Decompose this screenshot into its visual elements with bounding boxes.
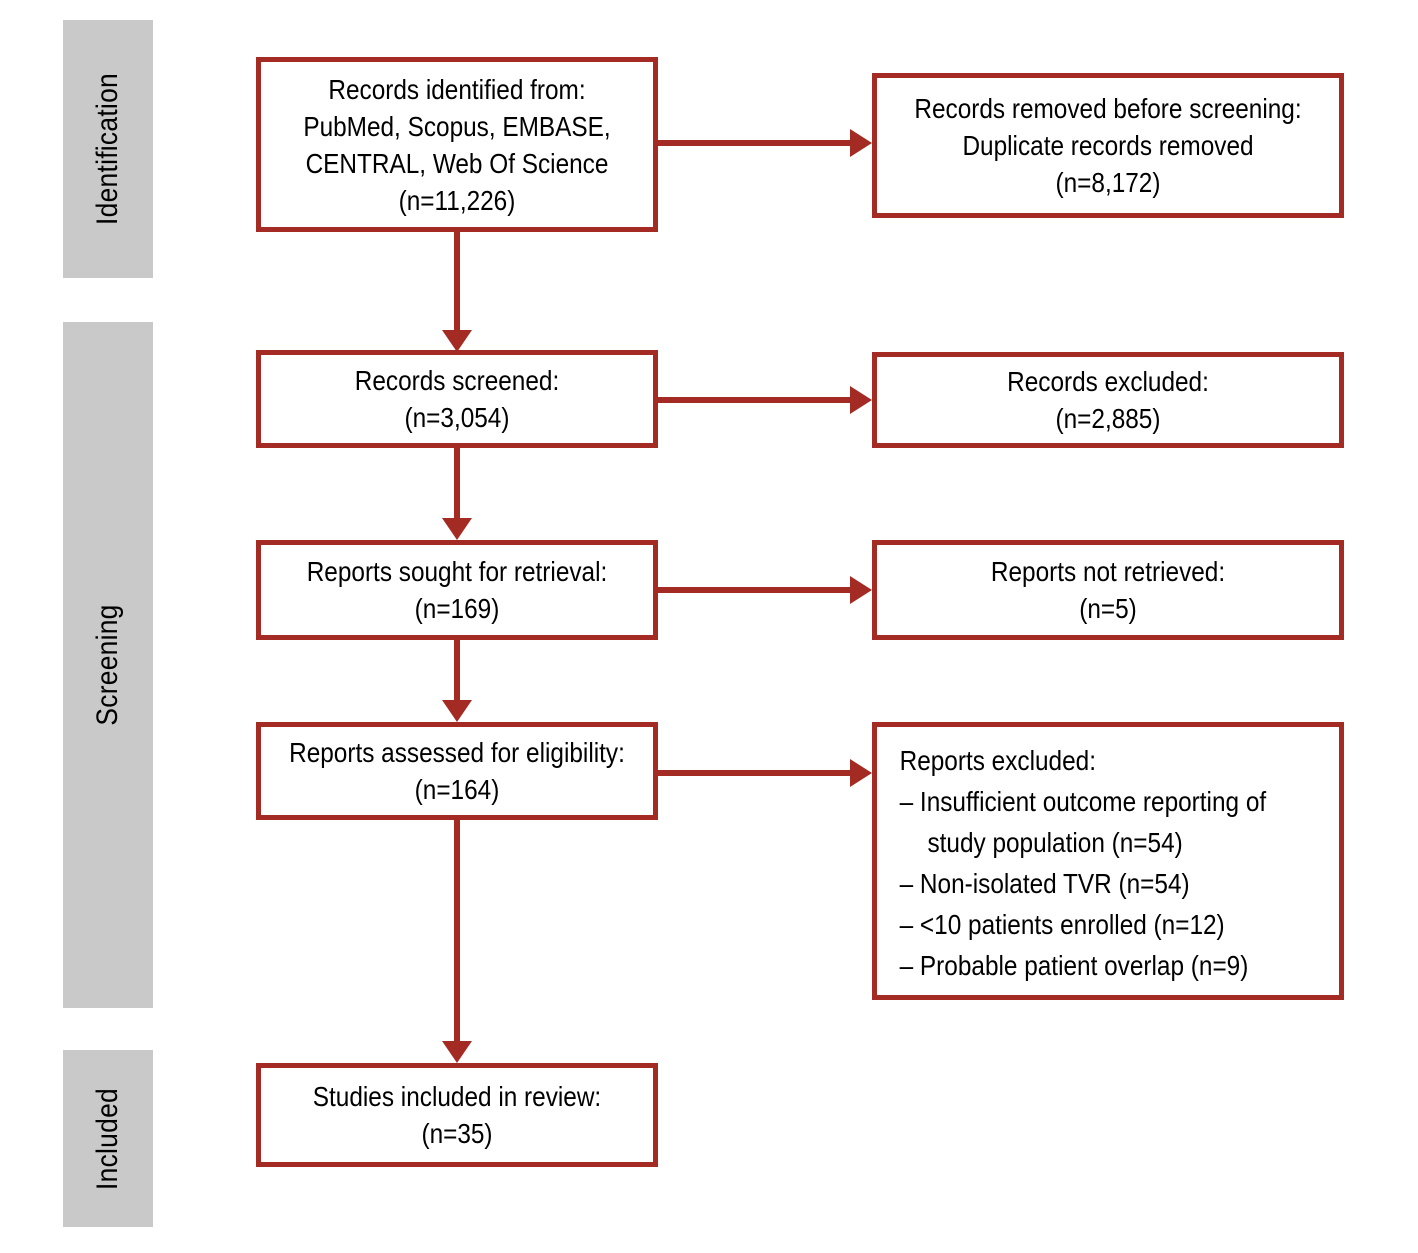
stage-screening: Screening bbox=[63, 322, 153, 1008]
arrow-screened-to-sought bbox=[454, 446, 460, 520]
arrowhead-right-icon bbox=[850, 576, 872, 604]
stage-included: Included bbox=[63, 1050, 153, 1227]
text-line: (n=11,226) bbox=[398, 184, 516, 216]
box-records-removed: Records removed before screening: Duplic… bbox=[872, 73, 1344, 218]
box-reports-sought: Reports sought for retrieval: (n=169) bbox=[256, 540, 658, 640]
text-line: CENTRAL, Web Of Science bbox=[305, 147, 609, 179]
box-records-screened-text: Records screened: (n=3,054) bbox=[286, 362, 627, 436]
text-line: Reports sought for retrieval: bbox=[306, 556, 608, 587]
box-records-excluded: Records excluded: (n=2,885) bbox=[872, 352, 1344, 448]
stage-included-label: Included bbox=[91, 1087, 124, 1190]
box-reports-excluded-text: Reports excluded: – Insufficient outcome… bbox=[877, 727, 1279, 986]
arrow-identified-to-removed bbox=[656, 140, 850, 146]
box-reports-assessed: Reports assessed for eligibility: (n=164… bbox=[256, 722, 658, 820]
text-line: Reports assessed for eligibility: bbox=[289, 737, 625, 768]
stage-identification-label: Identification bbox=[91, 73, 124, 225]
text-line: Reports not retrieved: bbox=[990, 556, 1226, 587]
box-records-removed-text: Records removed before screening: Duplic… bbox=[907, 90, 1309, 201]
arrowhead-down-icon bbox=[442, 700, 472, 722]
exclusion-reason: – Probable patient overlap (n=9) bbox=[899, 950, 1249, 981]
text-line: Records screened: bbox=[354, 365, 560, 396]
arrowhead-down-icon bbox=[442, 1041, 472, 1063]
arrow-identified-to-screened bbox=[454, 230, 460, 332]
arrow-sought-to-assessed bbox=[454, 638, 460, 702]
exclusion-reason: – Non-isolated TVR (n=54) bbox=[899, 868, 1190, 899]
arrowhead-right-icon bbox=[850, 386, 872, 414]
box-records-identified-text: Records identified from: PubMed, Scopus,… bbox=[286, 71, 627, 219]
exclusion-reason: – Insufficient outcome reporting of stud… bbox=[899, 786, 1267, 858]
box-reports-excluded: Reports excluded: – Insufficient outcome… bbox=[872, 722, 1344, 1000]
text-line: (n=2,885) bbox=[1055, 403, 1161, 434]
box-reports-not-retrieved-text: Reports not retrieved: (n=5) bbox=[907, 553, 1309, 627]
box-records-excluded-text: Records excluded: (n=2,885) bbox=[907, 363, 1309, 437]
stage-identification: Identification bbox=[63, 20, 153, 278]
box-studies-included: Studies included in review: (n=35) bbox=[256, 1063, 658, 1167]
arrow-assessed-to-included bbox=[454, 818, 460, 1043]
text-line: Records removed before screening: bbox=[914, 93, 1302, 124]
text-line: (n=35) bbox=[421, 1118, 493, 1149]
exclusion-reason: – <10 patients enrolled (n=12) bbox=[899, 909, 1225, 940]
box-studies-included-text: Studies included in review: (n=35) bbox=[286, 1078, 627, 1152]
text-line: Records identified from: bbox=[328, 73, 586, 105]
text-line: (n=5) bbox=[1079, 593, 1137, 624]
box-reports-sought-text: Reports sought for retrieval: (n=169) bbox=[286, 553, 627, 627]
text-line: PubMed, Scopus, EMBASE, bbox=[303, 110, 611, 142]
text-line: Reports excluded: bbox=[899, 745, 1096, 776]
text-line: Duplicate records removed bbox=[962, 130, 1254, 161]
text-line: (n=3,054) bbox=[404, 402, 510, 433]
text-line: (n=8,172) bbox=[1055, 167, 1161, 198]
arrow-assessed-to-reports-excluded bbox=[656, 770, 850, 776]
stage-screening-label: Screening bbox=[91, 604, 124, 726]
box-records-screened: Records screened: (n=3,054) bbox=[256, 350, 658, 448]
box-records-identified: Records identified from: PubMed, Scopus,… bbox=[256, 57, 658, 232]
text-line: Records excluded: bbox=[1007, 366, 1209, 397]
arrowhead-down-icon bbox=[442, 518, 472, 540]
text-line: (n=169) bbox=[414, 593, 500, 624]
arrow-sought-to-not-retrieved bbox=[656, 587, 850, 593]
arrow-screened-to-excluded bbox=[656, 397, 850, 403]
text-line: Studies included in review: bbox=[312, 1081, 602, 1112]
box-reports-assessed-text: Reports assessed for eligibility: (n=164… bbox=[286, 734, 627, 808]
arrowhead-down-icon bbox=[442, 330, 472, 352]
arrowhead-right-icon bbox=[850, 759, 872, 787]
box-reports-not-retrieved: Reports not retrieved: (n=5) bbox=[872, 540, 1344, 640]
text-line: (n=164) bbox=[414, 774, 500, 805]
arrowhead-right-icon bbox=[850, 129, 872, 157]
